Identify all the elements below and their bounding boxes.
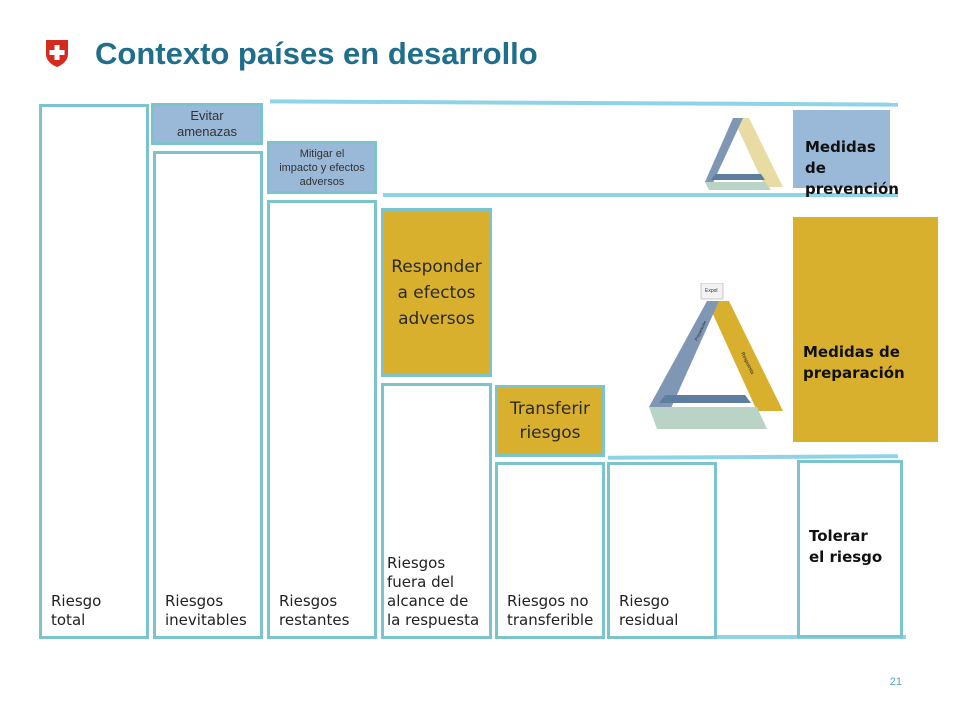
lower-line [607, 454, 899, 460]
top-line [269, 99, 899, 107]
responder-efectos-box: Responder a efectos adversos [381, 208, 492, 377]
column-label: Riesgos no transferible [507, 592, 594, 629]
column-riesgo-residual: Riesgo residual [607, 462, 717, 639]
mitigar-impacto-box: Mitigar el impacto y efectos adversos [267, 141, 377, 194]
column-riesgos-fuera-alcance: Riesgos fuera del alcance de la respuest… [381, 383, 492, 639]
column-label: Riesgo residual [619, 592, 679, 629]
tolerar-riesgo-box: Tolerar el riesgo [797, 460, 903, 638]
medidas-prevencion-box: Medidas de prevención [793, 110, 899, 198]
tolerar-riesgo-label: Tolerar el riesgo [809, 527, 883, 566]
column-riesgos-inevitables: Riesgos inevitables [153, 151, 263, 639]
small-triangle-diagram [705, 118, 783, 190]
swiss-flag-icon [46, 40, 68, 67]
page-title: Contexto países en desarrollo [95, 36, 538, 71]
column-riesgos-no-transferible: Riesgos no transferible [495, 462, 605, 639]
evitar-amenazas-box: Evitar amenazas [151, 103, 263, 145]
transferir-riesgos-box: Transferir riesgos [495, 385, 605, 457]
column-label: Riesgos fuera del alcance de la respuest… [387, 554, 480, 629]
mid-line [383, 193, 898, 197]
medidas-preparacion-label: Medidas de preparación [803, 343, 905, 382]
column-label: Riesgo total [51, 592, 102, 629]
column-riesgo-total: Riesgo total [39, 104, 149, 639]
triangle-top-label: Expol [705, 288, 718, 294]
medidas-prevencion-label: Medidas de prevención [805, 138, 899, 198]
column-label: Riesgos inevitables [165, 592, 247, 629]
page-number: 21 [889, 676, 902, 688]
column-riesgos-restantes: Riesgos restantes [267, 200, 377, 639]
medidas-preparacion-box: Medidas de preparación [793, 217, 938, 442]
column-label: Riesgos restantes [279, 592, 350, 629]
large-triangle-diagram: Expol Respuesta Preparación [649, 283, 783, 429]
